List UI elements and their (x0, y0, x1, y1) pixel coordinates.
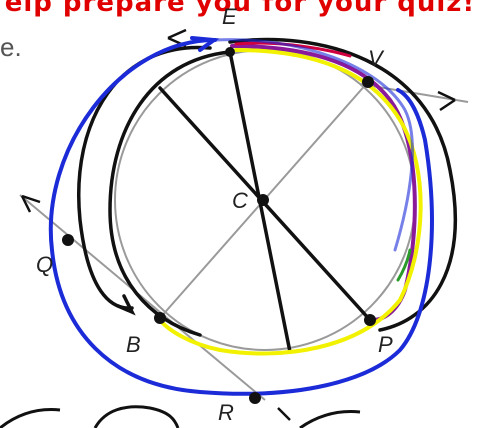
arrow-v-end (437, 90, 456, 112)
point-c (257, 194, 269, 206)
label-q: Q (36, 252, 53, 277)
black-loop-left (77, 45, 212, 310)
quiz-banner: elp prepare you for your quiz! (4, 0, 476, 18)
tangent-line-qr (19, 194, 266, 401)
arrow-r-end (277, 407, 291, 421)
label-e: E (222, 4, 237, 29)
bottom-shapes (0, 405, 361, 428)
label-r: R (218, 400, 234, 425)
point-b (154, 312, 166, 324)
label-c: C (232, 188, 248, 213)
point-p (364, 314, 376, 326)
point-q (62, 234, 74, 246)
blue-arc (48, 38, 434, 396)
black-outer-arc (228, 37, 457, 332)
label-b: B (126, 332, 141, 357)
point-v (362, 76, 374, 88)
green-arc (396, 248, 412, 282)
black-arrow-b (116, 294, 136, 316)
point-markers (62, 47, 376, 404)
bottom-shape-middle (93, 405, 180, 428)
point-e (225, 47, 235, 57)
black-arc-left (108, 50, 232, 337)
blue-arc-inner (213, 38, 414, 252)
bottom-shape-right (299, 410, 361, 428)
point-r (249, 392, 261, 404)
label-p: P (378, 332, 393, 357)
bottom-shape-left (0, 408, 61, 428)
label-v: V (368, 46, 385, 71)
arrow-q-end (20, 194, 41, 213)
yellow-arc (158, 48, 423, 356)
text-fragment: e. (0, 32, 22, 62)
